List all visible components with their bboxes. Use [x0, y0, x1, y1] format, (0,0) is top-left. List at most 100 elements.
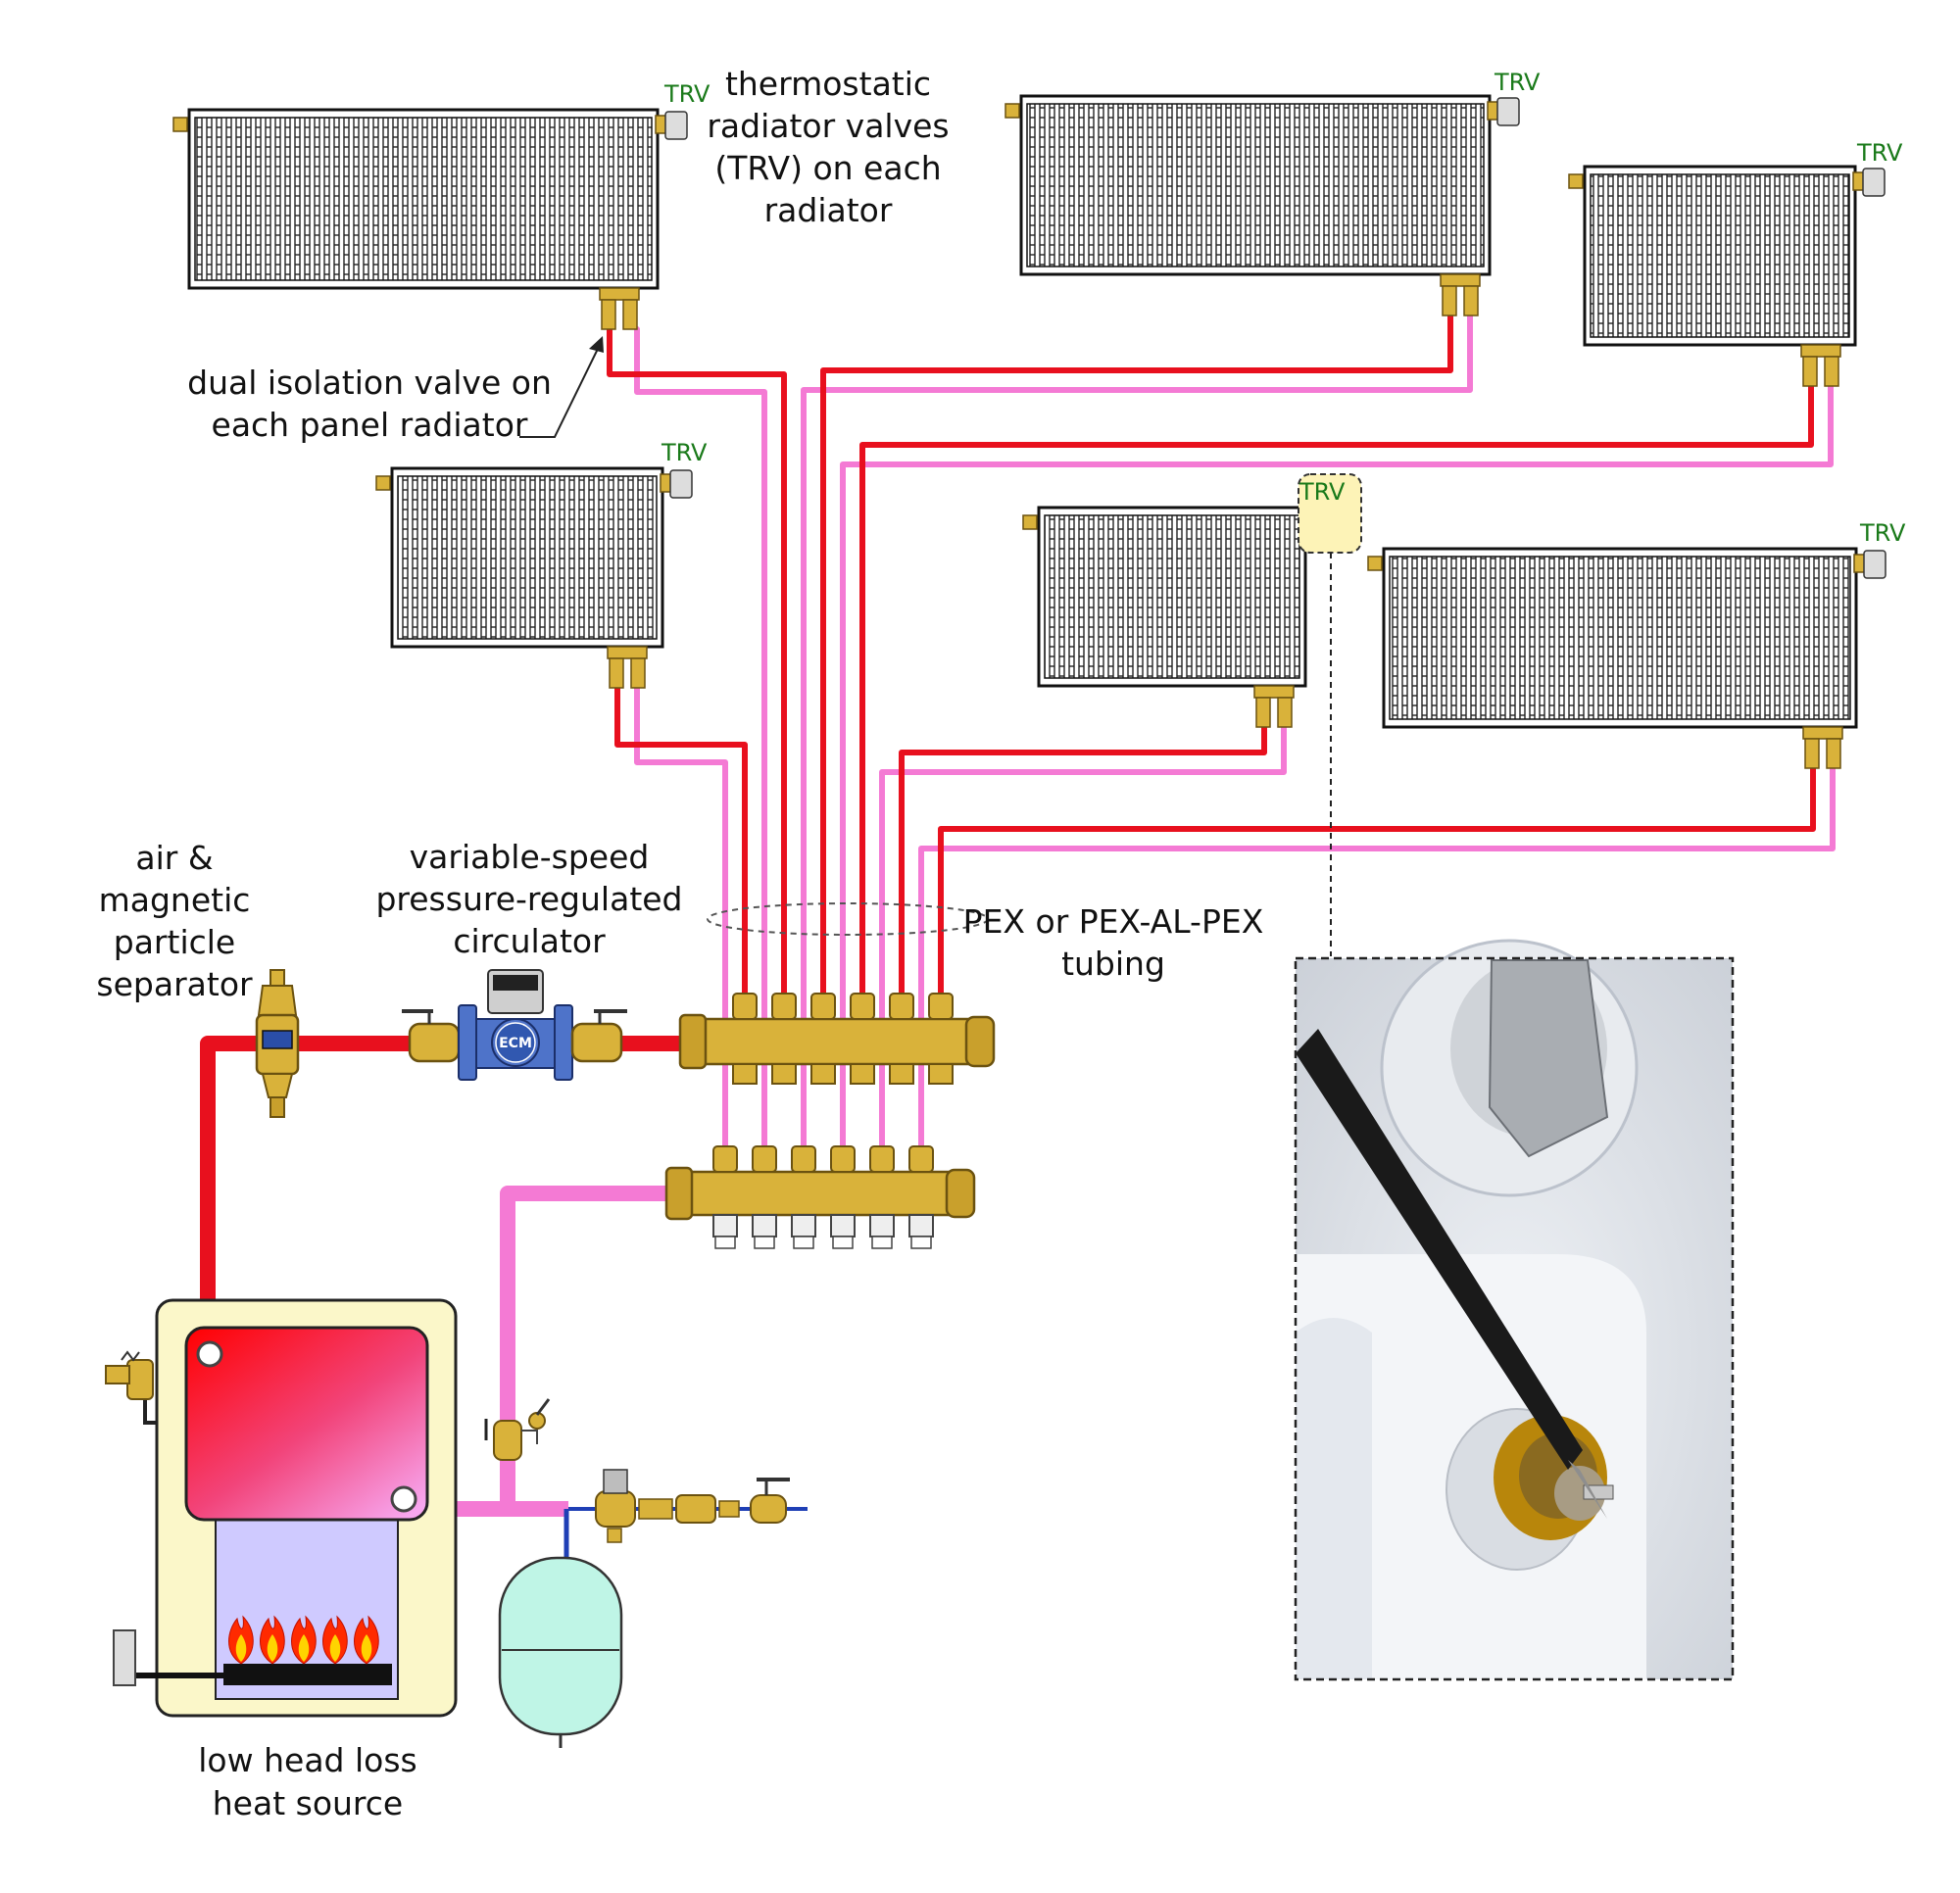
separator-label: air & magnetic particle separator: [96, 839, 253, 1003]
bleed-plug: [375, 475, 391, 491]
supply-tube-4: [614, 685, 748, 996]
return-port-cap-5: [869, 1214, 895, 1238]
valve-return-leg: [1277, 697, 1293, 728]
flame-core-1: [235, 1634, 247, 1662]
trv-valve-photo-icon: [1294, 939, 1735, 1681]
valve-supply-leg: [1802, 356, 1818, 387]
trv-head: [1496, 97, 1520, 126]
valve-return-leg: [630, 657, 646, 689]
return-port-tip-5: [871, 1236, 893, 1249]
return-port-tip-3: [793, 1236, 814, 1249]
return-port-tip-6: [910, 1236, 932, 1249]
radiator-fins: [397, 475, 658, 640]
isolation-valve-label: dual isolation valve on each panel radia…: [187, 364, 552, 444]
separator-line-4: separator: [96, 965, 253, 1003]
supply-port-bottom-2: [771, 1063, 797, 1085]
valve-supply-leg: [601, 299, 616, 330]
circulator-line-1: variable-speed: [410, 838, 650, 876]
leader-arrowhead: [589, 336, 604, 353]
return-tube-2: [801, 313, 1473, 1149]
burner-flames: [228, 1615, 379, 1665]
bleed-plug: [172, 117, 188, 132]
trv-tag-1: TRV: [663, 80, 710, 108]
trv-callout-line-1: thermostatic: [725, 65, 931, 103]
heat-source-line-1: low head loss: [198, 1741, 416, 1779]
heat-source: [113, 1298, 458, 1718]
bleed-plug: [1004, 103, 1020, 119]
flame-core-5: [361, 1634, 372, 1662]
tubing-line-2: tubing: [1061, 945, 1165, 983]
valve-supply-leg: [1804, 738, 1820, 769]
radiator-fins: [194, 117, 653, 281]
supply-tube-1: [607, 326, 787, 996]
valve-top: [1440, 273, 1481, 287]
radiator-fins: [1389, 556, 1851, 720]
valve-top: [1800, 344, 1841, 358]
relief-valve: [105, 1350, 157, 1425]
return-port-cap-3: [791, 1214, 816, 1238]
heat-source-line-2: heat source: [213, 1784, 403, 1822]
expansion-tank: [498, 1556, 623, 1748]
pex-tubing: [607, 313, 1836, 1149]
return-port-tip-4: [832, 1236, 854, 1249]
trv-tag-6: TRV: [1859, 519, 1906, 547]
supply-tube-5: [899, 724, 1267, 996]
trv-callout-line-4: radiator: [764, 191, 893, 229]
radiator-6: [1367, 547, 1886, 769]
valve-return-leg: [1824, 356, 1839, 387]
return-port-cap-1: [712, 1214, 738, 1238]
trv-callout-line-2: radiator valves: [707, 107, 949, 145]
return-tube-5: [879, 724, 1287, 1149]
return-tube-1: [634, 326, 767, 1149]
circulator-pump: ECM: [402, 969, 627, 1081]
radiator-4: [375, 466, 693, 689]
valve-top: [607, 646, 648, 659]
radiator-3: [1568, 165, 1886, 387]
supply-manifold: [678, 1013, 996, 1070]
return-port-tip-1: [714, 1236, 736, 1249]
dual-isolation-valve: [1802, 726, 1843, 769]
trv-callout-label: thermostatic radiator valves (TRV) on ea…: [707, 65, 949, 229]
return-port-cap-6: [908, 1214, 934, 1238]
dual-isolation-valve: [1253, 685, 1295, 728]
valve-supply-leg: [609, 657, 624, 689]
trv-head: [664, 111, 688, 140]
supply-port-1: [732, 993, 758, 1020]
valve-supply-leg: [1442, 285, 1457, 316]
isolation-valve-line-2: each panel radiator: [212, 406, 528, 444]
trv-tag-3: TRV: [1856, 139, 1903, 167]
return-port-tip-2: [754, 1236, 775, 1249]
valve-return-leg: [622, 299, 638, 330]
trv-tag-4: TRV: [661, 439, 708, 466]
supply-port-bottom-1: [732, 1063, 758, 1085]
flame-core-4: [329, 1634, 341, 1662]
supply-tube-2: [820, 313, 1453, 996]
purge-valve: [484, 1398, 551, 1461]
flame-core-2: [267, 1634, 278, 1662]
air-magnetic-separator: [255, 969, 300, 1118]
supply-port-bottom-4: [850, 1063, 875, 1085]
valve-supply-leg: [1255, 697, 1271, 728]
isolation-valve-leader: [519, 348, 599, 438]
dual-isolation-valve: [1800, 344, 1841, 387]
radiator-2: [1004, 94, 1520, 316]
supply-port-3: [810, 993, 836, 1020]
bleed-plug: [1367, 556, 1383, 571]
circulator-line-3: circulator: [453, 922, 606, 960]
heat-source-label: low head loss heat source: [198, 1741, 416, 1822]
valve-return-leg: [1826, 738, 1841, 769]
separator-line-2: magnetic: [99, 881, 251, 919]
supply-port-6: [928, 993, 954, 1020]
circulator-line-2: pressure-regulated: [375, 880, 682, 918]
return-port-cap-2: [752, 1214, 777, 1238]
main-return-pipe: [412, 1186, 686, 1517]
supply-tube-6: [938, 765, 1816, 996]
return-port-5: [869, 1145, 895, 1173]
supply-port-bottom-3: [810, 1063, 836, 1085]
tubing-label: PEX or PEX-AL-PEX tubing: [963, 902, 1264, 983]
return-port-2: [752, 1145, 777, 1173]
supply-tube-3: [859, 383, 1814, 996]
tubing-line-1: PEX or PEX-AL-PEX: [963, 902, 1264, 941]
isolation-valve-line-1: dual isolation valve on: [187, 364, 552, 402]
radiator-fins: [1026, 103, 1485, 267]
